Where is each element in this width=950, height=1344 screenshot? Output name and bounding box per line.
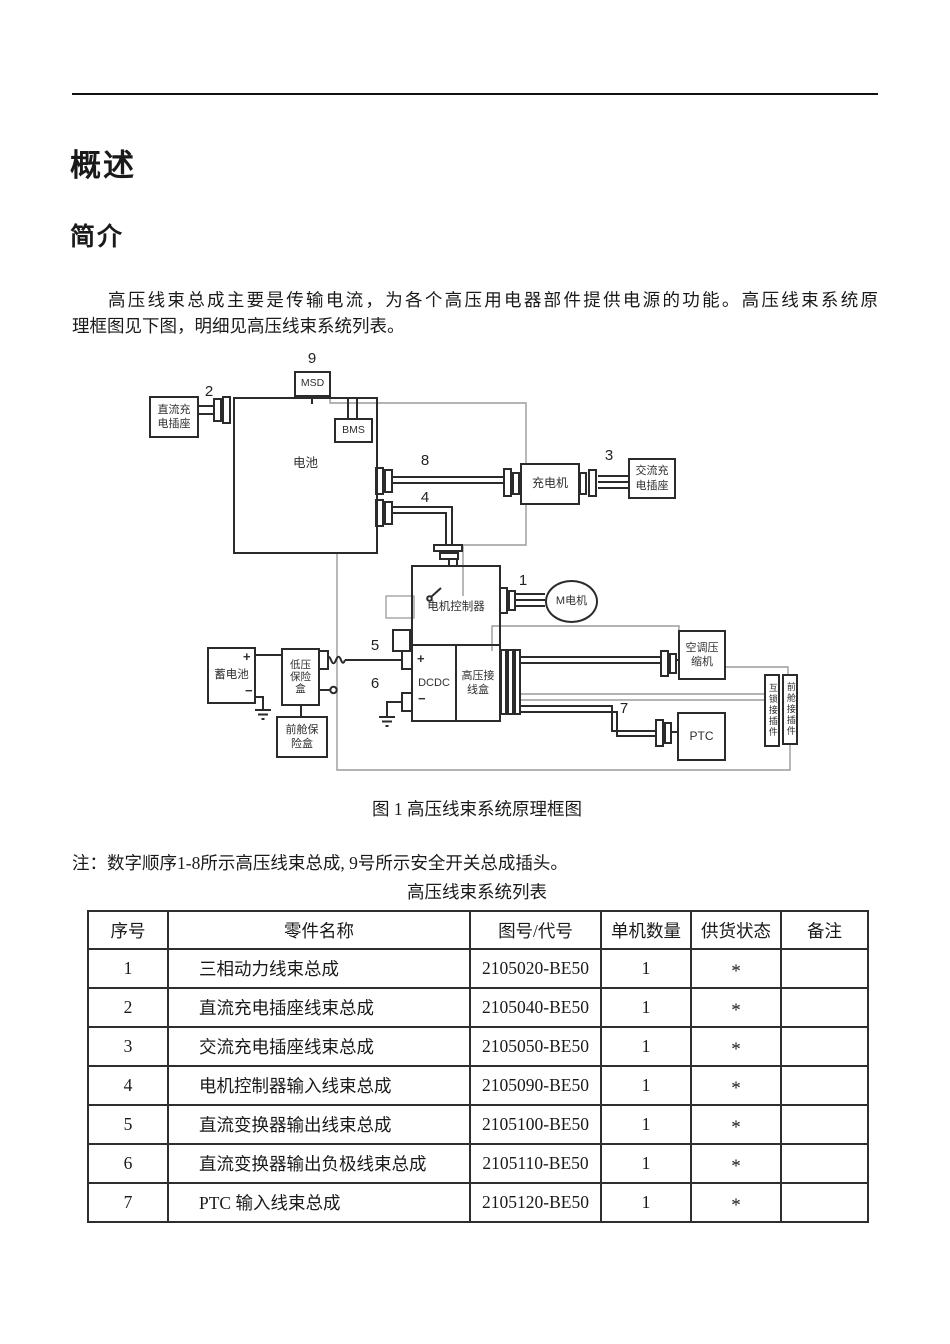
node-hv-junction-box: 高压接 线盒 <box>455 646 499 720</box>
callout-3: 3 <box>604 447 614 464</box>
cell-part-name: 直流充电插座线束总成 <box>167 987 471 1028</box>
cell-remark <box>780 1182 869 1223</box>
callout-5: 5 <box>370 637 380 654</box>
callout-9: 9 <box>307 350 317 367</box>
cell-supply-status: * <box>690 1182 782 1223</box>
table-row: 2 直流充电插座线束总成 2105040-BE50 1 * <box>87 987 869 1028</box>
cell-supply-status: * <box>690 1143 782 1184</box>
cell-seq: 7 <box>87 1182 169 1223</box>
cell-part-number: 2105090-BE50 <box>469 1065 602 1106</box>
table-row: 5 直流变换器输出线束总成 2105100-BE50 1 * <box>87 1104 869 1145</box>
node-interlock-connector: 互锁接插件 <box>764 674 780 747</box>
table-row: 6 直流变换器输出负极线束总成 2105110-BE50 1 * <box>87 1143 869 1184</box>
node-msd: MSD <box>294 371 331 397</box>
node-ac-charge-socket: 交流充 电插座 <box>628 458 676 499</box>
cell-part-name: 直流变换器输出负极线束总成 <box>167 1143 471 1184</box>
col-header: 序号 <box>87 910 169 950</box>
table-row: 3 交流充电插座线束总成 2105050-BE50 1 * <box>87 1026 869 1067</box>
cell-seq: 3 <box>87 1026 169 1067</box>
node-ptc: PTC <box>677 712 726 761</box>
table-title: 高压线束系统列表 <box>407 882 547 902</box>
dcdc-minus-sign: − <box>418 691 426 706</box>
cell-qty: 1 <box>600 1026 692 1067</box>
cell-part-number: 2105050-BE50 <box>469 1026 602 1067</box>
cell-part-name: 电机控制器输入线束总成 <box>167 1065 471 1106</box>
intro-paragraph: 高压线束总成主要是传输电流，为各个高压用电器部件提供电源的功能。高压线束系统原 … <box>72 287 878 339</box>
section-title: 简介 <box>70 224 125 251</box>
cell-part-number: 2105040-BE50 <box>469 987 602 1028</box>
col-header: 单机数量 <box>600 910 692 950</box>
node-ac-compressor: 空调压 缩机 <box>678 630 726 680</box>
cell-supply-status: * <box>690 1104 782 1145</box>
cell-remark <box>780 1104 869 1145</box>
table-row: 7 PTC 输入线束总成 2105120-BE50 1 * <box>87 1182 869 1223</box>
cell-seq: 4 <box>87 1065 169 1106</box>
page-title: 概述 <box>70 148 136 183</box>
cell-seq: 6 <box>87 1143 169 1184</box>
cell-qty: 1 <box>600 1104 692 1145</box>
cell-part-name: PTC 输入线束总成 <box>167 1182 471 1223</box>
callout-2: 2 <box>204 383 214 400</box>
cell-qty: 1 <box>600 1065 692 1106</box>
node-dc-charge-socket: 直流充 电插座 <box>149 396 199 438</box>
node-front-fuse-box: 前舱保 险盒 <box>276 716 328 758</box>
col-header: 供货状态 <box>690 910 782 950</box>
table-row: 4 电机控制器输入线束总成 2105090-BE50 1 * <box>87 1065 869 1106</box>
callout-6: 6 <box>370 675 380 692</box>
cell-seq: 5 <box>87 1104 169 1145</box>
dcdc-plus-sign: + <box>417 651 425 666</box>
cell-qty: 1 <box>600 1182 692 1223</box>
cell-part-name: 交流充电插座线束总成 <box>167 1026 471 1067</box>
figure-note: 注：数字顺序1-8所示高压线束总成, 9号所示安全开关总成插头。 <box>72 853 568 873</box>
cell-supply-status: * <box>690 987 782 1028</box>
cell-remark <box>780 1143 869 1184</box>
cell-part-number: 2105100-BE50 <box>469 1104 602 1145</box>
callout-7: 7 <box>619 700 629 717</box>
cell-part-name: 三相动力线束总成 <box>167 948 471 989</box>
cell-supply-status: * <box>690 948 782 989</box>
cell-remark <box>780 1065 869 1106</box>
col-header: 图号/代号 <box>469 910 602 950</box>
node-lv-fuse-box: 低压 保险 盒 <box>281 648 320 706</box>
harness-list-table: 序号 零件名称 图号/代号 单机数量 供货状态 备注 1 三相动力线束总成 21… <box>87 910 869 1223</box>
callout-1: 1 <box>518 572 528 589</box>
cell-seq: 2 <box>87 987 169 1028</box>
figure-caption: 图 1 高压线束系统原理框图 <box>372 799 582 819</box>
table-header-row: 序号 零件名称 图号/代号 单机数量 供货状态 备注 <box>87 910 869 950</box>
node-m-motor: M电机 <box>545 580 598 623</box>
cell-qty: 1 <box>600 948 692 989</box>
node-front-cabin-connector: 前舱接插件 <box>782 674 798 745</box>
node-bms: BMS <box>334 418 373 443</box>
table-row: 1 三相动力线束总成 2105020-BE50 1 * <box>87 948 869 989</box>
callout-4: 4 <box>420 489 430 506</box>
col-header: 零件名称 <box>167 910 471 950</box>
cell-part-number: 2105120-BE50 <box>469 1182 602 1223</box>
cell-remark <box>780 1026 869 1067</box>
paragraph-line: 理框图见下图，明细见高压线束系统列表。 <box>72 316 405 336</box>
cell-part-number: 2105020-BE50 <box>469 948 602 989</box>
cell-seq: 1 <box>87 948 169 989</box>
cell-qty: 1 <box>600 1143 692 1184</box>
paragraph-line: 高压线束总成主要是传输电流，为各个高压用电器部件提供电源的功能。高压线束系统原 <box>108 290 878 310</box>
cell-part-number: 2105110-BE50 <box>469 1143 602 1184</box>
cell-supply-status: * <box>690 1026 782 1067</box>
aux-battery-minus-sign: − <box>245 683 253 698</box>
cell-supply-status: * <box>690 1065 782 1106</box>
node-aux-battery: 蓄电池 <box>207 647 256 704</box>
col-header: 备注 <box>780 910 869 950</box>
node-charger: 充电机 <box>520 463 580 505</box>
terminal-circle-icon <box>329 685 338 695</box>
cell-remark <box>780 987 869 1028</box>
cell-remark <box>780 948 869 989</box>
node-battery-label: 电池 <box>292 456 318 470</box>
aux-battery-plus-sign: + <box>243 649 251 664</box>
top-rule <box>72 93 878 95</box>
cell-qty: 1 <box>600 987 692 1028</box>
callout-8: 8 <box>420 452 430 469</box>
cell-part-name: 直流变换器输出线束总成 <box>167 1104 471 1145</box>
node-motor-controller-label: 电机控制器 <box>427 601 485 613</box>
